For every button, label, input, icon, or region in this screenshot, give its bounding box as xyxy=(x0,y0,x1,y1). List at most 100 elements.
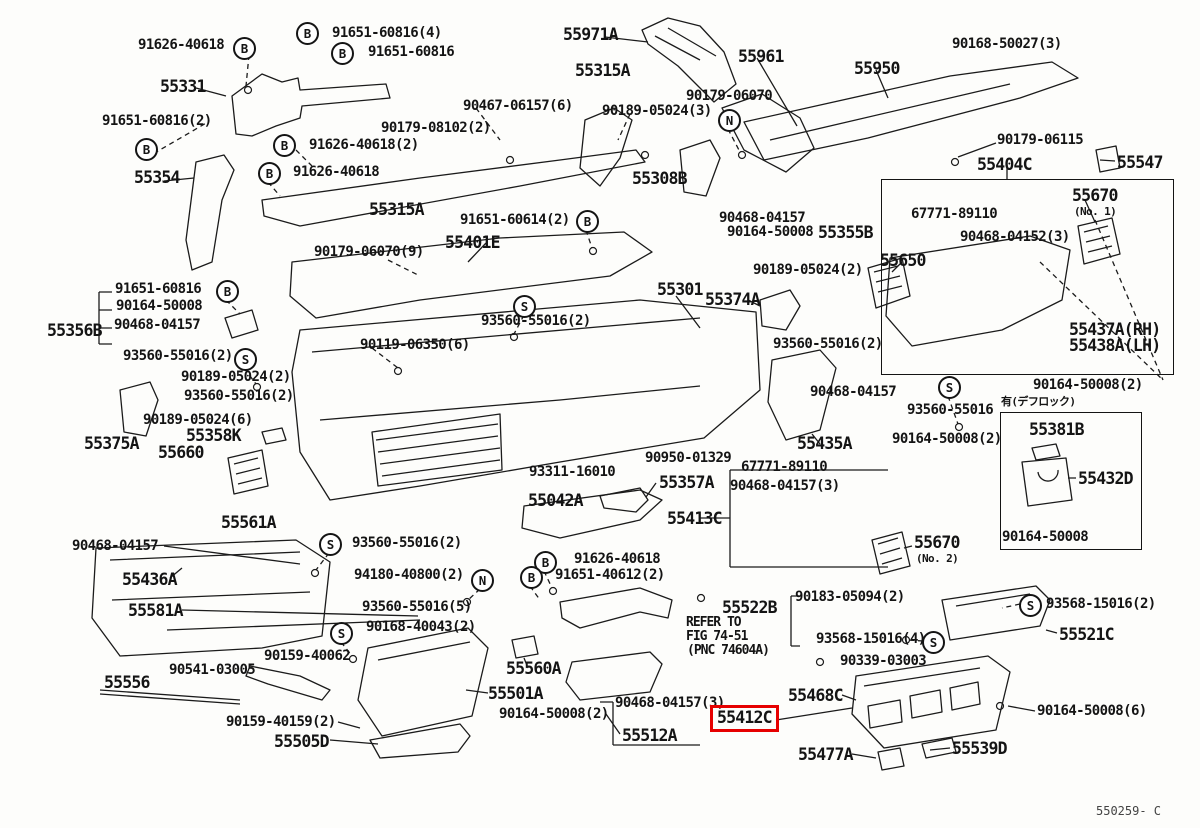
part-number-label[interactable]: 90468-04157 xyxy=(810,384,897,400)
part-number-label[interactable]: 55561A xyxy=(221,513,277,532)
part-number-label[interactable]: 93560-55016(2) xyxy=(352,535,462,551)
part-number-label[interactable]: 90179-08102(2) xyxy=(381,120,491,136)
part-number-label[interactable]: 55670 xyxy=(1072,186,1118,205)
part-number-label[interactable]: 94180-40800(2) xyxy=(354,567,464,583)
part-number-label[interactable]: 90468-04157(3) xyxy=(730,478,840,494)
part-number-label[interactable]: 55358K xyxy=(186,426,242,445)
part-number-label[interactable]: 90159-40062 xyxy=(264,648,351,664)
part-number-label[interactable]: 55375A xyxy=(84,434,140,453)
part-number-label[interactable]: 67771-89110 xyxy=(911,206,998,222)
part-number-label[interactable]: 91626-40618 xyxy=(293,164,380,180)
part-number-label[interactable]: 55357A xyxy=(659,473,715,492)
part-number-label[interactable]: 55315A xyxy=(369,200,425,219)
part-number-label[interactable]: 90183-05094(2) xyxy=(795,589,905,605)
part-number-label[interactable]: 55468C xyxy=(788,686,844,705)
part-number-label[interactable]: 55042A xyxy=(528,491,584,510)
part-number-label[interactable]: 55971A xyxy=(563,25,619,44)
part-number-label[interactable]: 90468-04157 xyxy=(114,317,201,333)
part-number-label[interactable]: 55315A xyxy=(575,61,631,80)
part-number-label[interactable]: 55560A xyxy=(506,659,562,678)
part-number-label[interactable]: 93560-55016(2) xyxy=(481,313,591,329)
part-number-label[interactable]: 55356B xyxy=(47,321,103,340)
part-number-label[interactable]: 93568-15016(4) xyxy=(816,631,926,647)
part-number-label[interactable]: 55961 xyxy=(738,47,784,66)
part-number-label[interactable]: 91651-60816(2) xyxy=(102,113,212,129)
part-number-label[interactable]: 55331 xyxy=(160,77,206,96)
part-number-label[interactable]: 91651-60816 xyxy=(115,281,202,297)
part-number-label[interactable]: 55404C xyxy=(977,155,1033,174)
part-number-label[interactable]: 55522B xyxy=(722,598,778,617)
part-number-label[interactable]: 55660 xyxy=(158,443,204,462)
part-number-label[interactable]: 91651-60816 xyxy=(368,44,455,60)
part-number-label[interactable]: 90189-05024(6) xyxy=(143,412,253,428)
selected-part-label[interactable]: 55412C xyxy=(710,705,779,732)
part-number-label[interactable]: 90168-40043(2) xyxy=(366,619,476,635)
part-number-label[interactable]: 93560-55016(5) xyxy=(362,599,472,615)
part-number-label[interactable]: 90179-06070 xyxy=(686,88,773,104)
part-number-label[interactable]: 93560-55016(2) xyxy=(773,336,883,352)
diagram-note: (No. 2) xyxy=(916,552,959,565)
part-number-label[interactable]: 91651-40612(2) xyxy=(555,567,665,583)
part-number-label[interactable]: 55432D xyxy=(1078,469,1134,488)
part-number-label[interactable]: 90164-50008(6) xyxy=(1037,703,1147,719)
part-number-label[interactable]: 55950 xyxy=(854,59,900,78)
part-number-label[interactable]: 91651-60614(2) xyxy=(460,212,570,228)
part-number-label[interactable]: 91626-40618 xyxy=(138,37,225,53)
part-number-label[interactable]: 90164-50008(2) xyxy=(1033,377,1143,393)
part-number-label[interactable]: 93560-55016(2) xyxy=(123,348,233,364)
part-number-label[interactable]: 55505D xyxy=(274,732,330,751)
part-number-label[interactable]: 90468-04157(3) xyxy=(615,695,725,711)
part-number-label[interactable]: 90164-50008 xyxy=(727,224,814,240)
part-number-label[interactable]: 55374A xyxy=(705,290,761,309)
part-number-label[interactable]: 93311-16010 xyxy=(529,464,616,480)
part-number-label[interactable]: 55501A xyxy=(488,684,544,703)
part-number-label[interactable]: 55521C xyxy=(1059,625,1115,644)
part-number-label[interactable]: 67771-89110 xyxy=(741,459,828,475)
part-number-label[interactable]: 91651-60816(4) xyxy=(332,25,442,41)
part-number-label[interactable]: 55436A xyxy=(122,570,178,589)
part-number-label[interactable]: 90159-40159(2) xyxy=(226,714,336,730)
part-number-label[interactable]: 55354 xyxy=(134,168,180,187)
part-number-label[interactable]: 90179-06115 xyxy=(997,132,1084,148)
part-number-label[interactable]: 55437A(RH) xyxy=(1069,320,1161,339)
part-number-label[interactable]: 90468-04157 xyxy=(72,538,159,554)
part-number-label[interactable]: 55435A xyxy=(797,434,853,453)
part-number-label[interactable]: 90189-05024(2) xyxy=(181,369,291,385)
part-number-label[interactable]: 55438A(LH) xyxy=(1069,336,1161,355)
part-number-label[interactable]: 93560-55016(2) xyxy=(184,388,294,404)
part-number-label[interactable]: 90950-01329 xyxy=(645,450,732,466)
part-number-label[interactable]: 90168-50027(3) xyxy=(952,36,1062,52)
part-number-label[interactable]: 90468-04157 xyxy=(719,210,806,226)
diagram-note: (No. 1) xyxy=(1074,205,1117,218)
part-number-label[interactable]: 93568-15016(2) xyxy=(1046,596,1156,612)
part-number-label[interactable]: 55547 xyxy=(1117,153,1163,172)
part-number-label[interactable]: 55401E xyxy=(445,233,501,252)
part-number-label[interactable]: 90189-05024(2) xyxy=(753,262,863,278)
part-number-label[interactable]: 55413C xyxy=(667,509,723,528)
part-number-label[interactable]: 91626-40618 xyxy=(574,551,661,567)
part-number-label[interactable]: 55670 xyxy=(914,533,960,552)
part-number-label[interactable]: 55650 xyxy=(880,251,926,270)
part-number-label[interactable]: 90164-50008(2) xyxy=(499,706,609,722)
part-number-label[interactable]: 90541-03005 xyxy=(169,662,256,678)
part-number-label[interactable]: 55308B xyxy=(632,169,688,188)
part-number-label[interactable]: 55556 xyxy=(104,673,150,692)
part-number-label[interactable]: 55512A xyxy=(622,726,678,745)
part-number-label[interactable]: 55477A xyxy=(798,745,854,764)
part-number-label[interactable]: 90468-04152(3) xyxy=(960,229,1070,245)
part-number-label[interactable]: 90339-03003 xyxy=(840,653,927,669)
part-number-label[interactable]: 55539D xyxy=(952,739,1008,758)
part-number-label[interactable]: 90164-50008 xyxy=(1002,529,1089,545)
part-number-label[interactable]: 90164-50008(2) xyxy=(892,431,1002,447)
part-number-label[interactable]: 55581A xyxy=(128,601,184,620)
part-number-label[interactable]: 90119-06350(6) xyxy=(360,337,470,353)
part-number-label[interactable]: 90467-06157(6) xyxy=(463,98,573,114)
part-number-label[interactable]: 90189-05024(3) xyxy=(602,103,712,119)
part-number-label[interactable]: 55355B xyxy=(818,223,874,242)
part-number-label[interactable]: 91626-40618(2) xyxy=(309,137,419,153)
part-number-label[interactable]: 55301 xyxy=(657,280,703,299)
part-number-label[interactable]: 93560-55016 xyxy=(907,402,994,418)
part-number-label[interactable]: 90179-06070(9) xyxy=(314,244,424,260)
part-number-label[interactable]: 55381B xyxy=(1029,420,1085,439)
part-number-label[interactable]: 90164-50008 xyxy=(116,298,203,314)
